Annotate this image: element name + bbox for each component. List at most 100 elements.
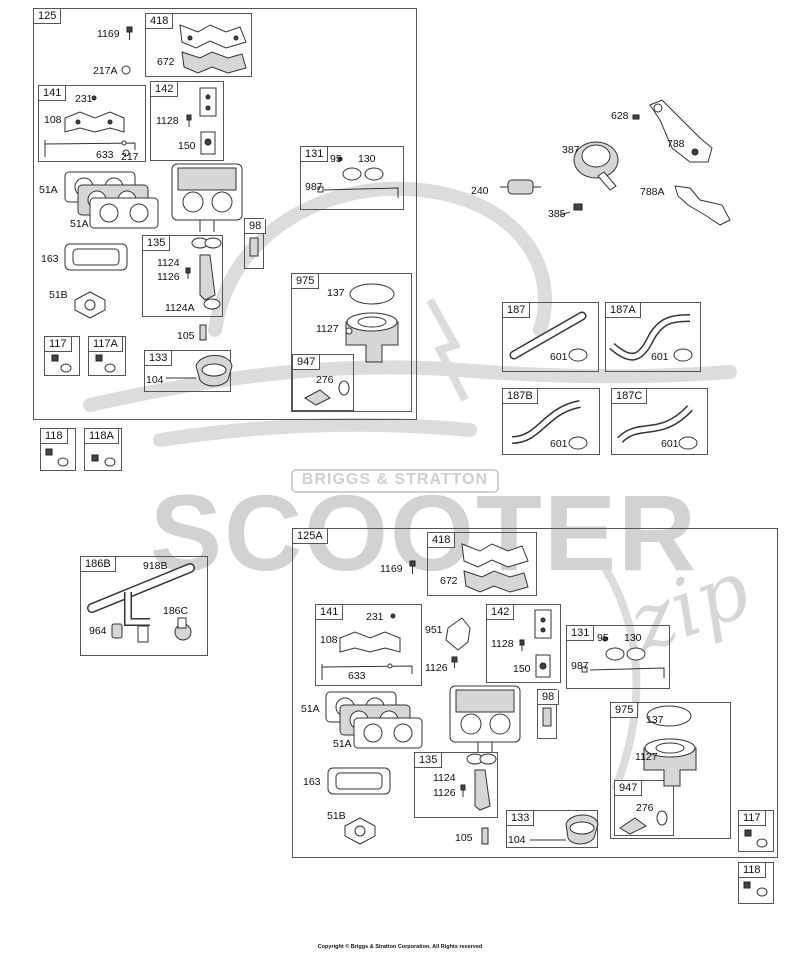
box-label: 975 bbox=[292, 274, 320, 289]
box-label: 98 bbox=[245, 219, 267, 234]
part-label: 1169 bbox=[97, 28, 120, 40]
part-label: 951 bbox=[425, 624, 443, 636]
part-label: 217 bbox=[121, 151, 139, 163]
box-label: 142 bbox=[151, 82, 179, 97]
box-label: 418 bbox=[428, 533, 456, 548]
group-947: 947 bbox=[292, 354, 354, 411]
group-117a: 117A bbox=[88, 336, 126, 376]
group-187c: 187C bbox=[611, 388, 708, 455]
part-label: 1124A bbox=[165, 302, 195, 314]
group-187a: 187A bbox=[605, 302, 701, 372]
part-label: 633 bbox=[348, 670, 366, 682]
part-label: 601 bbox=[550, 351, 568, 363]
group-117-b: 117 bbox=[738, 810, 774, 852]
jet-98-part bbox=[249, 237, 259, 257]
part-label: 95 bbox=[330, 153, 342, 165]
box-label: 187C bbox=[612, 389, 648, 404]
part-label: 51A bbox=[333, 738, 352, 750]
gasket-163-part bbox=[64, 243, 128, 271]
box-label: 118 bbox=[739, 863, 766, 878]
part-label: 105 bbox=[177, 330, 195, 342]
group-98-b: 98 bbox=[537, 689, 560, 739]
group-947-b: 947 bbox=[614, 780, 674, 836]
part-label: 163 bbox=[41, 253, 59, 265]
box-label: 135 bbox=[143, 236, 171, 251]
part-label: 788A bbox=[640, 186, 665, 198]
fuel-pump-387-part bbox=[573, 141, 619, 191]
box-label: 975 bbox=[611, 703, 639, 718]
bracket-788-part bbox=[649, 99, 713, 163]
box-label: 133 bbox=[145, 351, 173, 366]
part-label: 186C bbox=[163, 605, 189, 617]
part-label: 240 bbox=[471, 185, 489, 197]
box-label: 947 bbox=[293, 355, 321, 370]
part-label: 51B bbox=[49, 289, 68, 301]
group-125a: 125A bbox=[292, 528, 778, 858]
part-label: 601 bbox=[661, 438, 679, 450]
part-label: 231 bbox=[366, 611, 384, 623]
group-141: 141 bbox=[38, 85, 146, 162]
box-label: 141 bbox=[316, 605, 344, 620]
box-label: 118 bbox=[41, 429, 68, 444]
link-rod-part bbox=[44, 140, 136, 157]
copyright-notice: Copyright © Briggs & Stratton Corporatio… bbox=[317, 944, 483, 950]
box-label: 117 bbox=[739, 811, 766, 826]
solenoid-276-part bbox=[304, 389, 331, 406]
part-label: 1126 bbox=[433, 787, 456, 799]
plate-108-part bbox=[64, 111, 125, 133]
part-label: 1127 bbox=[316, 323, 339, 335]
gasket-51b-part bbox=[74, 291, 106, 319]
screw-105-part bbox=[199, 324, 207, 341]
box-label: 117A bbox=[89, 337, 123, 352]
part-label: 987 bbox=[571, 660, 589, 672]
box-label: 125 bbox=[34, 9, 62, 24]
o-ring-137-part bbox=[349, 283, 395, 305]
group-135: 135 bbox=[142, 235, 223, 317]
lever-951-part bbox=[445, 617, 471, 651]
group-418-b: 418 bbox=[427, 532, 537, 596]
group-133-b: 133 bbox=[506, 810, 598, 848]
part-label: 108 bbox=[320, 634, 338, 646]
part-label: 51B bbox=[327, 810, 346, 822]
part-label: 150 bbox=[178, 140, 196, 152]
box-label: 141 bbox=[39, 86, 67, 101]
part-label: 385 bbox=[548, 208, 566, 220]
screw-1169-part bbox=[126, 26, 133, 40]
box-label: 186B bbox=[81, 557, 116, 572]
part-label: 1127 bbox=[635, 751, 658, 763]
gasket-418-part bbox=[179, 24, 247, 49]
box-label: 125A bbox=[293, 529, 328, 544]
part-label: 672 bbox=[157, 56, 175, 68]
part-label: 1126 bbox=[157, 271, 180, 283]
box-label: 187A bbox=[606, 303, 641, 318]
part-label: 130 bbox=[624, 632, 642, 644]
group-131: 131 bbox=[300, 146, 404, 210]
part-label: 105 bbox=[455, 832, 473, 844]
group-141-b: 141 bbox=[315, 604, 422, 686]
group-131-b: 131 bbox=[566, 625, 670, 689]
group-142: 142 bbox=[150, 81, 224, 161]
box-label: 142 bbox=[487, 605, 515, 620]
group-118-b: 118 bbox=[738, 862, 774, 904]
part-label: 601 bbox=[550, 438, 568, 450]
part-label: 231 bbox=[75, 93, 93, 105]
box-label: 117 bbox=[45, 337, 72, 352]
part-label: 217A bbox=[93, 65, 118, 77]
gasket-672-part bbox=[181, 51, 247, 74]
box-label: 187B bbox=[503, 389, 538, 404]
part-label: 51A bbox=[301, 703, 320, 715]
bracket-788a-part bbox=[674, 185, 731, 226]
part-label: 104 bbox=[146, 374, 164, 386]
part-label: 104 bbox=[508, 834, 526, 846]
part-label: 387 bbox=[562, 144, 580, 156]
box-label: 118A bbox=[85, 429, 119, 444]
box-label: 187 bbox=[503, 303, 531, 318]
group-125: 125 bbox=[33, 8, 417, 420]
nut-217a-part bbox=[121, 65, 131, 75]
box-label: 133 bbox=[507, 811, 535, 826]
group-975: 975 bbox=[291, 273, 412, 412]
part-label: 1169 bbox=[380, 563, 403, 575]
part-label: 1128 bbox=[491, 638, 514, 650]
group-186b: 186B bbox=[80, 556, 208, 656]
part-label: 788 bbox=[667, 138, 685, 150]
